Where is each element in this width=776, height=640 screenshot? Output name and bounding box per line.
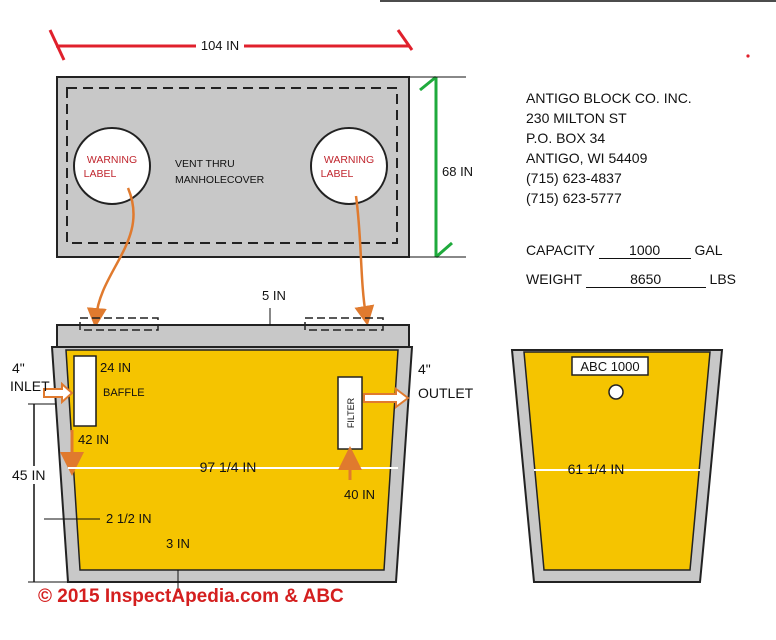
- height-dimension-tick-top: [419, 75, 437, 92]
- capacity-label: CAPACITY: [526, 242, 595, 258]
- capacity-unit: GAL: [694, 242, 723, 258]
- side-view: 5 IN BAFFLE 24 IN FILTER 4" INLET 4" OUT…: [10, 288, 474, 592]
- manufacturer-line: P.O. BOX 34: [526, 130, 606, 146]
- lid-riser-left: [79, 317, 159, 331]
- floor-thickness-label: 3 IN: [166, 536, 190, 551]
- weight-unit: LBS: [709, 271, 736, 287]
- end-interior: [523, 351, 711, 571]
- vent-line2: MANHOLECOVER: [175, 174, 265, 186]
- outlet-size: 4": [418, 361, 431, 377]
- model-badge: [571, 356, 649, 376]
- weight-row: WEIGHT 8650 LBS: [526, 271, 736, 288]
- copyright-notice: © 2015 InspectApedia.com & ABC: [38, 586, 344, 607]
- inlet-baffle: [73, 355, 97, 427]
- width-label-bg: [196, 38, 244, 53]
- capacity-value: 1000: [598, 242, 691, 259]
- outlet-label: OUTLET: [418, 385, 474, 401]
- inlet-liquid-depth-label: 42 IN: [78, 432, 109, 447]
- height-dimension-tick-bottom: [435, 241, 453, 259]
- inlet-size: 4": [12, 360, 25, 376]
- warning-right-line1: WARNING: [324, 154, 374, 166]
- weight-label: WEIGHT: [526, 271, 582, 287]
- manufacturer-line: (715) 623-4837: [526, 170, 622, 186]
- top-view: 104 IN 68 IN WARNING LABEL WARNING LABEL…: [48, 29, 473, 328]
- weight-value: 8650: [585, 271, 706, 288]
- interior-length-label: 97 1/4 IN: [200, 459, 257, 475]
- height-dimension-label: 68 IN: [442, 164, 473, 179]
- width-dimension-tick-left: [48, 29, 66, 61]
- red-dot: [746, 54, 750, 58]
- warning-label-right: [310, 127, 388, 205]
- outlet-hole: [608, 384, 624, 400]
- inlet-label: INLET: [10, 378, 50, 394]
- baffle-depth-label: 24 IN: [100, 360, 131, 375]
- manufacturer-line: ANTIGO, WI 54409: [526, 150, 648, 166]
- lid-thickness-label: 5 IN: [262, 288, 286, 303]
- warning-left-line1: WARNING: [87, 154, 137, 166]
- arrow-right-to-side: [354, 195, 375, 326]
- arrow-left-to-side: [86, 187, 135, 328]
- lid-riser-right: [304, 317, 384, 331]
- warning-left-line2: LABEL: [84, 168, 117, 180]
- top-slab-inner-dash: [66, 87, 398, 244]
- total-height-label-bg: [10, 466, 50, 484]
- manufacturer-info: ANTIGO BLOCK CO. INC. 230 MILTON ST P.O.…: [526, 88, 692, 208]
- width-dimension-tick-right: [396, 29, 414, 51]
- filter-label: FILTER: [346, 397, 356, 428]
- tank-lid: [56, 324, 410, 348]
- width-dimension-label: 104 IN: [201, 38, 239, 53]
- inlet-arrow: [43, 381, 74, 405]
- warning-label-left: [73, 127, 151, 205]
- end-view: ABC 1000 61 1/4 IN: [510, 349, 724, 583]
- manufacturer-line: ANTIGO BLOCK CO. INC.: [526, 90, 692, 106]
- vent-line1: VENT THRU: [175, 158, 235, 170]
- capacity-row: CAPACITY 1000 GAL: [526, 242, 723, 259]
- baffle-label: BAFFLE: [103, 387, 145, 399]
- manufacturer-line: 230 MILTON ST: [526, 110, 627, 126]
- tank-interior: [65, 349, 399, 571]
- warning-right-line2: LABEL: [321, 168, 354, 180]
- manufacturer-line: (715) 623-5777: [526, 190, 622, 206]
- outlet-arrow: [363, 387, 410, 409]
- outlet-filter: [337, 376, 363, 450]
- wall-thickness-label: 2 1/2 IN: [106, 511, 152, 526]
- interior-width-label: 61 1/4 IN: [568, 461, 625, 477]
- model-badge-label: ABC 1000: [580, 359, 639, 374]
- outlet-liquid-depth-label: 40 IN: [344, 487, 375, 502]
- total-height-label: 45 IN: [12, 467, 45, 483]
